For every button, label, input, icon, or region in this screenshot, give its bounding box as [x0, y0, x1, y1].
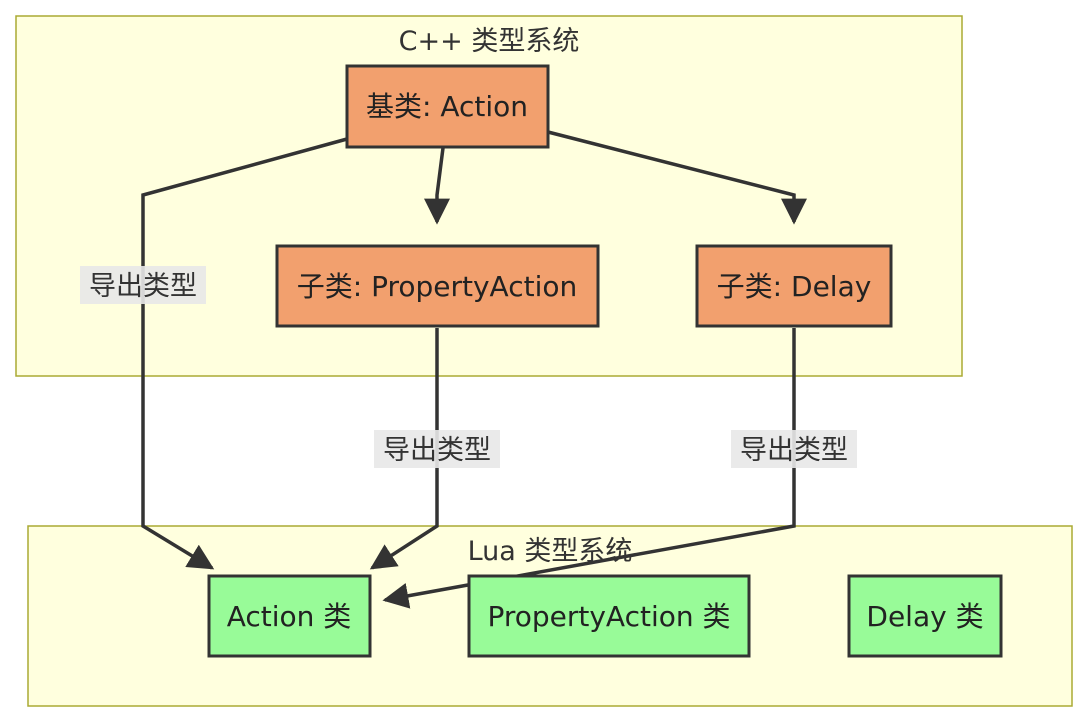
- node-cpp-property-action[interactable]: 子类: PropertyAction: [275, 244, 600, 328]
- cluster-cpp-title: C++ 类型系统: [399, 26, 580, 57]
- edge-label-export-property-action-text: 导出类型: [383, 435, 491, 466]
- node-cpp-delay-box: [695, 244, 893, 328]
- node-lua-property-action[interactable]: PropertyAction 类: [467, 574, 751, 658]
- node-cpp-base-action-label: 基类: Action: [366, 90, 528, 123]
- node-lua-action-label: Action 类: [227, 600, 352, 633]
- node-lua-property-action-box: [467, 574, 751, 658]
- edge-label-export-property-action: 导出类型: [374, 430, 500, 468]
- node-cpp-property-action-box: [275, 244, 600, 328]
- node-lua-delay[interactable]: Delay 类: [847, 574, 1003, 658]
- cluster-lua-title: Lua 类型系统: [468, 536, 633, 567]
- edge-label-export-delay-text: 导出类型: [740, 435, 848, 466]
- node-cpp-property-action-label: 子类: PropertyAction: [297, 270, 578, 303]
- edge-label-export-action-bg: [80, 266, 206, 304]
- node-lua-action[interactable]: Action 类: [207, 574, 372, 658]
- edge-label-export-delay: 导出类型: [731, 430, 857, 468]
- edge-export-property-action: [369, 328, 439, 570]
- node-lua-action-box: [207, 574, 372, 658]
- node-lua-delay-box: [847, 574, 1003, 658]
- node-cpp-delay[interactable]: 子类: Delay: [695, 244, 893, 328]
- node-lua-delay-label: Delay 类: [866, 600, 983, 633]
- edge-action-to-property-action: [424, 147, 450, 225]
- edge-label-export-delay-bg: [731, 430, 857, 468]
- node-cpp-delay-label: 子类: Delay: [717, 270, 872, 303]
- edge-label-export-action: 导出类型: [80, 266, 206, 304]
- edge-export-action: [141, 137, 348, 570]
- node-lua-property-action-label: PropertyAction 类: [487, 600, 730, 633]
- node-cpp-base-action-box: [345, 64, 550, 149]
- edge-label-export-property-action-bg: [374, 430, 500, 468]
- edge-action-to-delay: [547, 130, 807, 225]
- node-cpp-base-action[interactable]: 基类: Action: [345, 64, 550, 149]
- edge-label-export-action-text: 导出类型: [89, 271, 197, 302]
